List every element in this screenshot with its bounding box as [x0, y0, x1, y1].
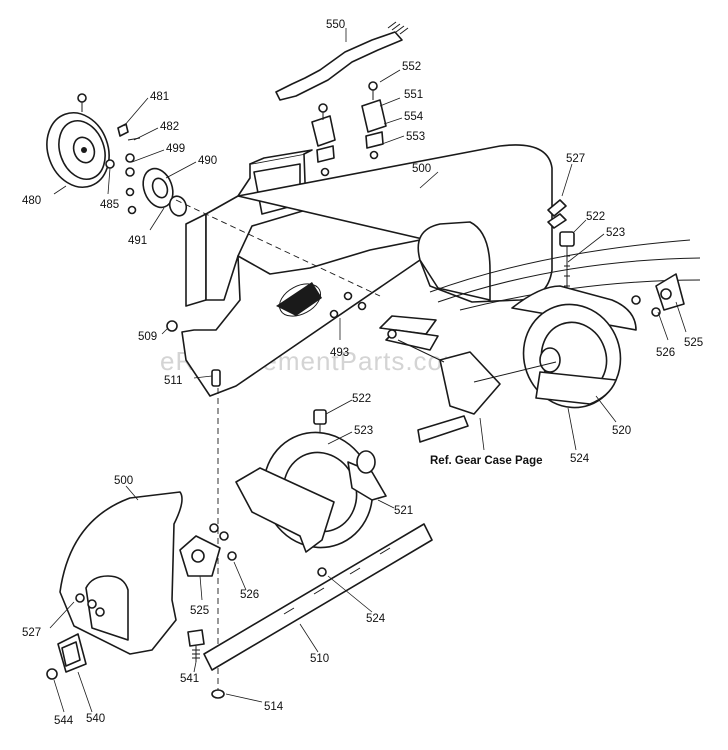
label-493: 493 [330, 347, 349, 359]
part-510-scraper-bar [203, 523, 433, 671]
label-500-top: 500 [412, 163, 431, 175]
part-480-hardware [77, 93, 141, 177]
label-500-left: 500 [114, 475, 133, 487]
part-525-bearing-left [179, 535, 237, 577]
label-520: 520 [612, 425, 631, 437]
part-521-auger-left [235, 431, 387, 553]
label-527-left: 527 [22, 627, 41, 639]
part-500-auger-housing [181, 144, 553, 397]
part-526-left-bolt [209, 523, 229, 541]
label-485: 485 [100, 199, 119, 211]
part-550-handle-rod [275, 21, 409, 101]
label-499: 499 [166, 143, 185, 155]
label-551: 551 [404, 89, 423, 101]
part-480-pulley [46, 112, 110, 188]
label-511: 511 [164, 375, 182, 387]
label-523-top: 523 [606, 227, 625, 239]
label-541: 541 [180, 673, 199, 685]
part-490-bearing-flange [125, 167, 188, 217]
part-522-bolt-top [559, 231, 575, 294]
leader-lines [49, 28, 687, 713]
part-520-auger-right [511, 285, 637, 409]
label-509: 509 [138, 331, 157, 343]
label-480: 480 [22, 195, 41, 207]
label-482: 482 [160, 121, 179, 133]
part-540-skid-shoe [57, 633, 87, 673]
label-550: 550 [326, 19, 345, 31]
label-523-mid: 523 [354, 425, 373, 437]
part-551-bracket-left [311, 103, 336, 177]
label-524-bottom: 524 [366, 613, 386, 625]
part-493-bolts [329, 291, 367, 319]
part-524-nut [317, 567, 327, 577]
part-number-labels: 550 552 551 554 553 481 482 499 490 480 … [22, 19, 703, 727]
part-551-bracket-right [361, 81, 387, 160]
label-490: 490 [198, 155, 217, 167]
part-514-nut [211, 689, 225, 699]
part-525-bearing-right [631, 273, 685, 317]
label-540: 540 [86, 713, 105, 725]
alignment-line-shaft [175, 199, 381, 297]
part-509-nut [166, 320, 178, 332]
part-544-nut [46, 668, 58, 680]
part-511-carriage-bolt [211, 369, 221, 387]
label-526-left: 526 [240, 589, 259, 601]
label-554: 554 [404, 111, 424, 123]
label-525-right: 525 [684, 337, 703, 349]
gear-case-assembly [379, 315, 557, 443]
label-521: 521 [394, 505, 413, 517]
label-481: 481 [150, 91, 169, 103]
label-526-right: 526 [656, 347, 675, 359]
label-524-mid: 524 [570, 453, 590, 465]
label-514: 514 [264, 701, 284, 713]
label-525-left: 525 [190, 605, 209, 617]
label-522-mid: 522 [352, 393, 371, 405]
label-522-top: 522 [586, 211, 605, 223]
part-500-side-cover [59, 491, 183, 655]
label-552: 552 [402, 61, 421, 73]
label-553: 553 [406, 131, 425, 143]
reference-note-gear-case: Ref. Gear Case Page [430, 455, 543, 467]
part-527-bolt-top [547, 199, 567, 229]
label-544: 544 [54, 715, 74, 727]
part-541-carriage-bolt [187, 629, 205, 662]
label-510: 510 [310, 653, 329, 665]
label-491: 491 [128, 235, 147, 247]
label-527-top: 527 [566, 153, 585, 165]
